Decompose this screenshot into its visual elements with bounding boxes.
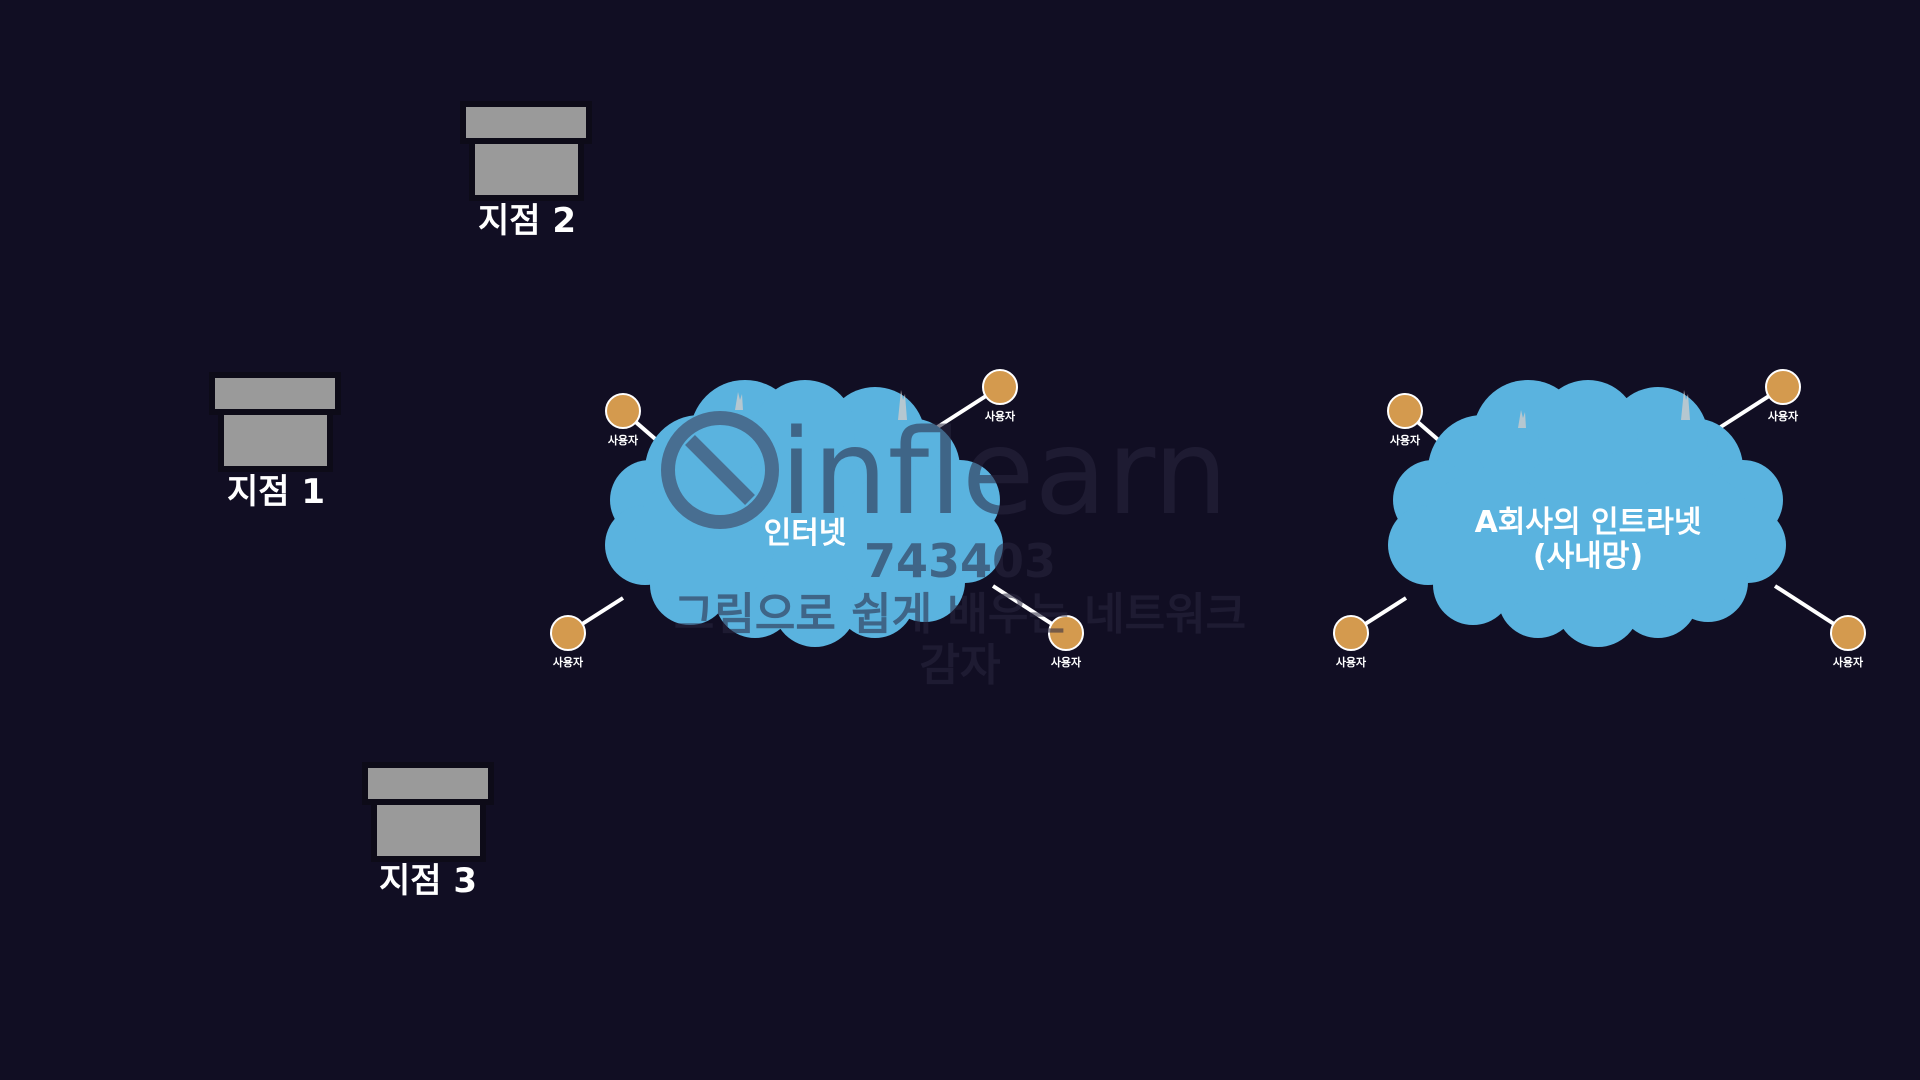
cloud-spike bbox=[1681, 390, 1690, 420]
branch-3-label: 지점 3 bbox=[379, 861, 477, 901]
internet-user-bottom-left: 사용자 bbox=[550, 615, 586, 669]
user-node-icon bbox=[550, 615, 586, 651]
user-node-icon bbox=[982, 369, 1018, 405]
user-label: 사용자 bbox=[1336, 655, 1367, 669]
cloud-spike bbox=[1518, 410, 1526, 428]
user-label: 사용자 bbox=[553, 655, 584, 669]
user-node-icon bbox=[1333, 615, 1369, 651]
brand-logo-icon bbox=[661, 411, 779, 529]
internet-label: 인터넷 bbox=[764, 516, 847, 551]
watermark: inflearn 743403 그림으로 쉽게 배우는 네트워크 감자 bbox=[661, 403, 1246, 691]
user-node-icon bbox=[1765, 369, 1801, 405]
cloud-spike bbox=[735, 392, 743, 410]
branch-2: 지점 2 bbox=[460, 101, 592, 241]
watermark-role: 감자 bbox=[920, 640, 1001, 691]
watermark-course: 그림으로 쉽게 배우는 네트워크 bbox=[674, 589, 1246, 640]
watermark-id: 743403 bbox=[864, 534, 1056, 588]
intranet-user-bottom-left: 사용자 bbox=[1333, 615, 1369, 669]
internet-user-top-right: 사용자 bbox=[982, 369, 1018, 423]
intranet-label-line1: A회사의 인트라넷 bbox=[1475, 505, 1702, 540]
user-label: 사용자 bbox=[985, 409, 1016, 423]
watermark-brand: inflearn bbox=[780, 403, 1228, 541]
user-node-icon bbox=[1048, 615, 1084, 651]
cloud-spike bbox=[898, 390, 907, 420]
internet-user-bottom-right: 사용자 bbox=[1048, 615, 1084, 669]
internet-group: 인터넷 사용자 사용자 사용자 사용자 bbox=[550, 369, 1084, 669]
building-icon bbox=[362, 762, 494, 862]
building-icon bbox=[460, 101, 592, 201]
branch-3: 지점 3 bbox=[362, 762, 494, 901]
user-label: 사용자 bbox=[1051, 655, 1082, 669]
internet-user-top-left: 사용자 bbox=[605, 393, 641, 447]
branch-1: 지점 1 bbox=[209, 372, 341, 512]
user-label: 사용자 bbox=[608, 433, 639, 447]
user-node-icon bbox=[1387, 393, 1423, 429]
user-node-icon bbox=[1830, 615, 1866, 651]
cloud-icon bbox=[1388, 380, 1786, 647]
cloud-icon bbox=[605, 380, 1003, 647]
branch-2-label: 지점 2 bbox=[478, 201, 576, 241]
intranet-user-bottom-right: 사용자 bbox=[1830, 615, 1866, 669]
intranet-group: A회사의 인트라넷 (사내망) 사용자 사용자 사용자 사용자 bbox=[1333, 369, 1866, 669]
intranet-label-line2: (사내망) bbox=[1533, 539, 1643, 574]
user-label: 사용자 bbox=[1768, 409, 1799, 423]
intranet-user-top-right: 사용자 bbox=[1765, 369, 1801, 423]
user-node-icon bbox=[605, 393, 641, 429]
user-label: 사용자 bbox=[1833, 655, 1864, 669]
branch-1-label: 지점 1 bbox=[227, 472, 325, 512]
user-label: 사용자 bbox=[1390, 433, 1421, 447]
building-icon bbox=[209, 372, 341, 472]
intranet-user-top-left: 사용자 bbox=[1387, 393, 1423, 447]
